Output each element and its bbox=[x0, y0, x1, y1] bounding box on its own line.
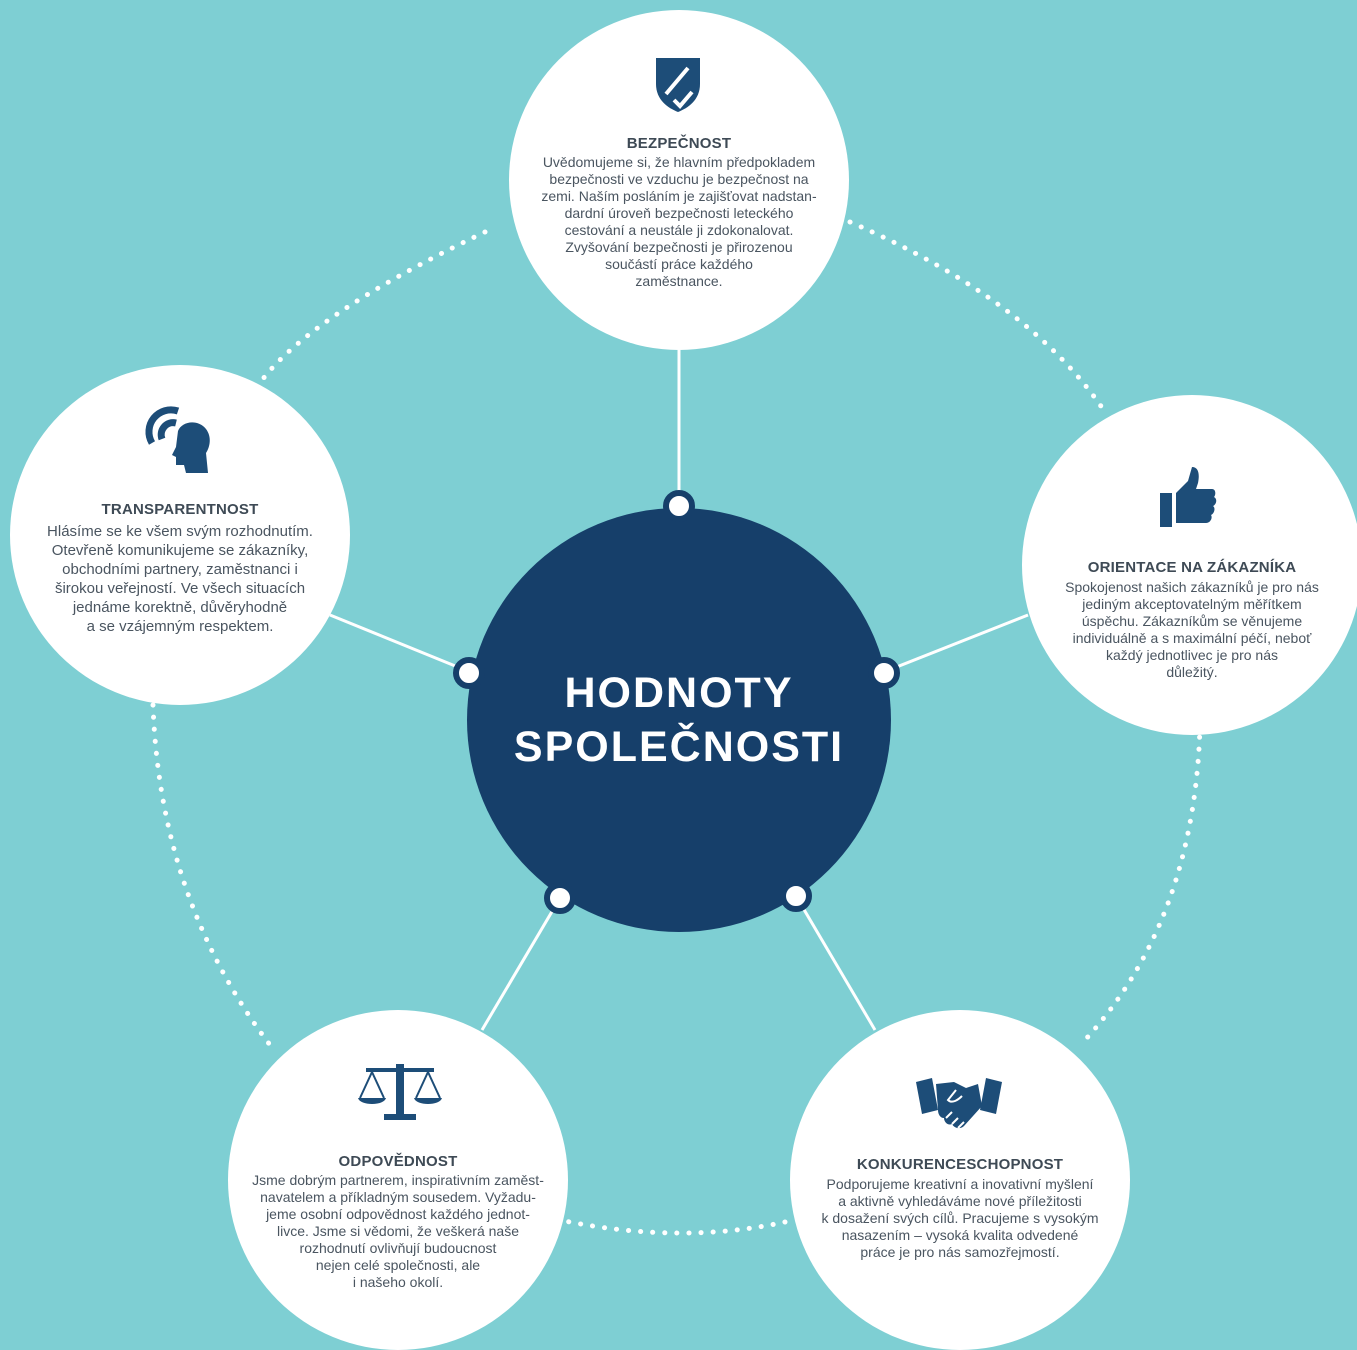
value-konkurenceschopnost: KONKURENCESCHOPNOST Podporujeme kreativn… bbox=[790, 1010, 1130, 1350]
value-orientace: ORIENTACE NA ZÁKAZNÍKA Spokojenost našic… bbox=[1022, 395, 1357, 735]
connector-transparentnost bbox=[329, 613, 471, 674]
value-title: ODPOVĚDNOST bbox=[338, 1153, 458, 1170]
speaking-head-icon bbox=[145, 406, 210, 473]
value-title: TRANSPARENTNOST bbox=[101, 501, 259, 518]
connector-orientace bbox=[883, 613, 1029, 674]
connector-konkurenceschopnost bbox=[794, 895, 877, 1031]
dotted-ring bbox=[150, 219, 1203, 1236]
connector-dot-bottom-right bbox=[780, 880, 812, 912]
center-title-line2: SPOLEČNOSTI bbox=[513, 723, 845, 771]
center-circle: HODNOTY SPOLEČNOSTI bbox=[467, 508, 891, 932]
value-description: Spokojenost našich zákazníků je pro nás … bbox=[1065, 579, 1319, 680]
connector-dot-right bbox=[868, 657, 900, 689]
value-bezpecnost: BEZPEČNOST Uvědomujeme si, že hlavním př… bbox=[509, 10, 849, 350]
connector-dot-left bbox=[453, 657, 485, 689]
value-title: ORIENTACE NA ZÁKAZNÍKA bbox=[1087, 559, 1297, 576]
connector-dot-top bbox=[663, 490, 695, 522]
thumbs-up-icon bbox=[1160, 467, 1217, 527]
connector-odpovednost bbox=[480, 897, 562, 1031]
center-title-line1: HODNOTY bbox=[564, 669, 794, 717]
value-description: Jsme dobrým partnerem, inspirativním zam… bbox=[252, 1172, 544, 1290]
value-transparentnost: TRANSPARENTNOST Hlásíme se ke všem svým … bbox=[10, 365, 350, 705]
value-odpovednost: ODPOVĚDNOST Jsme dobrým partnerem, inspi… bbox=[228, 1010, 568, 1350]
connector-dot-bottom-left bbox=[544, 882, 576, 914]
value-title: BEZPEČNOST bbox=[626, 135, 732, 152]
scales-icon bbox=[358, 1064, 442, 1120]
value-title: KONKURENCESCHOPNOST bbox=[856, 1156, 1064, 1173]
shield-check-icon bbox=[656, 58, 700, 112]
value-description: Hlásíme se ke všem svým rozhodnutím. Ote… bbox=[47, 523, 313, 635]
value-description: Podporujeme kreativní a inovativní myšle… bbox=[821, 1176, 1099, 1260]
value-description: Uvědomujeme si, že hlavním předpokladem … bbox=[541, 154, 817, 289]
handshake-icon bbox=[916, 1078, 1002, 1129]
